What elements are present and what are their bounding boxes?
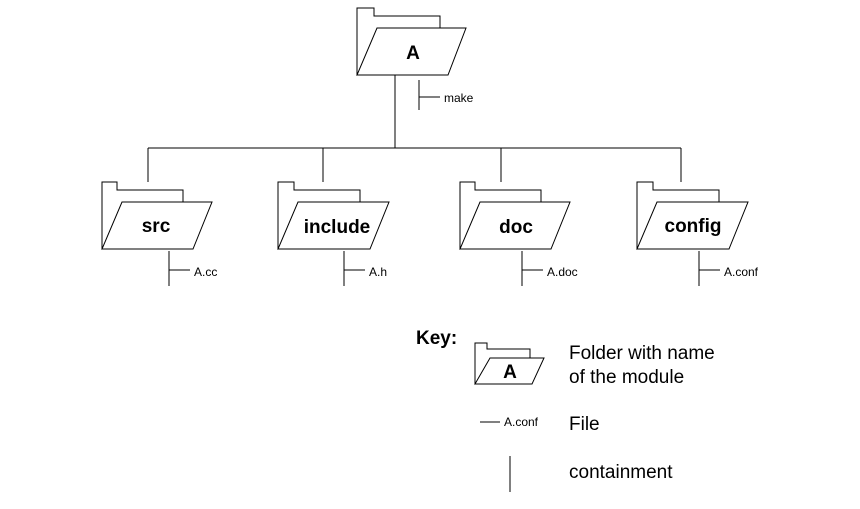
legend-file-desc: File <box>569 414 600 435</box>
folder-src: src <box>101 181 213 250</box>
folder-doc-icon <box>459 181 571 250</box>
folder-doc: doc <box>459 181 571 250</box>
root-folder-icon <box>356 7 467 76</box>
root-folder: A <box>356 7 467 76</box>
legend-title: Key: <box>416 328 457 349</box>
file-label-src: A.cc <box>194 265 217 279</box>
root-folder-label: A <box>406 43 420 64</box>
folder-include-label: include <box>304 217 371 238</box>
folder-config: config <box>636 181 749 250</box>
legend-containment-desc: containment <box>569 462 673 483</box>
folder-config-label: config <box>665 216 722 237</box>
folder-config-icon <box>636 181 749 250</box>
legend-file-sample-label: A.conf <box>504 415 539 429</box>
folder-doc-label: doc <box>499 217 533 238</box>
legend-folder-sample-label: A <box>503 362 517 383</box>
legend-folder-desc-line2: of the module <box>569 367 684 388</box>
legend: Key: A Folder with name of the module A.… <box>416 328 715 492</box>
folder-include-icon <box>277 181 390 250</box>
legend-folder-desc-line1: Folder with name <box>569 343 715 364</box>
legend-folder-icon <box>474 342 545 385</box>
file-label-include: A.h <box>369 265 387 279</box>
make-file-label: make <box>444 91 474 105</box>
file-label-doc: A.doc <box>547 265 578 279</box>
file-label-config: A.conf <box>724 265 759 279</box>
folder-src-icon <box>101 181 213 250</box>
folder-src-label: src <box>142 216 171 237</box>
folder-include: include <box>277 181 390 250</box>
